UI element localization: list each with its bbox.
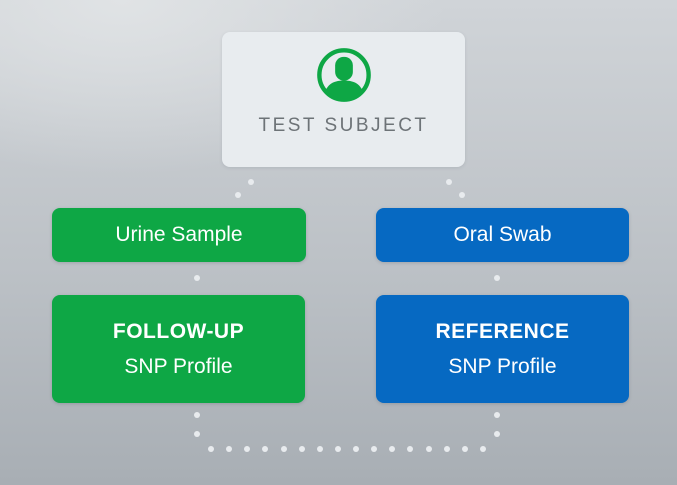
oral-swab-node: Oral Swab — [376, 208, 629, 262]
connector-dot — [444, 446, 450, 452]
connector-dot — [335, 446, 341, 452]
connector-dot — [371, 446, 377, 452]
connector-dot — [494, 275, 500, 281]
followup-profile-node: FOLLOW-UP SNP Profile — [52, 295, 305, 403]
connector-dot — [299, 446, 305, 452]
person-icon — [316, 48, 371, 102]
connector-dot — [446, 179, 452, 185]
connector-dot — [248, 179, 254, 185]
followup-profile-subtitle: SNP Profile — [124, 354, 233, 378]
test-subject-label: TEST SUBJECT — [258, 115, 429, 136]
connector-dot — [262, 446, 268, 452]
connector-dot — [208, 446, 214, 452]
urine-sample-node: Urine Sample — [52, 208, 306, 262]
connector-dot — [235, 192, 241, 198]
reference-profile-subtitle: SNP Profile — [448, 354, 557, 378]
connector-dot — [459, 192, 465, 198]
connector-dot — [244, 446, 250, 452]
connector-dot — [226, 446, 232, 452]
test-subject-card: TEST SUBJECT — [222, 32, 465, 167]
urine-sample-label: Urine Sample — [115, 223, 243, 246]
connector-dot — [389, 446, 395, 452]
connector-dot — [194, 275, 200, 281]
connector-dot — [317, 446, 323, 452]
connector-dot — [494, 412, 500, 418]
followup-profile-title: FOLLOW-UP — [112, 319, 245, 343]
reference-profile-title: REFERENCE — [435, 319, 570, 343]
oral-swab-label: Oral Swab — [453, 223, 552, 246]
connector-dot — [194, 412, 200, 418]
connector-dot — [426, 446, 432, 452]
connector-dot — [494, 431, 500, 437]
connector-dot — [194, 431, 200, 437]
connector-dot — [281, 446, 287, 452]
connector-dot — [353, 446, 359, 452]
connector-dot — [480, 446, 486, 452]
connector-dot — [407, 446, 413, 452]
connector-dot — [462, 446, 468, 452]
reference-profile-node: REFERENCE SNP Profile — [376, 295, 629, 403]
